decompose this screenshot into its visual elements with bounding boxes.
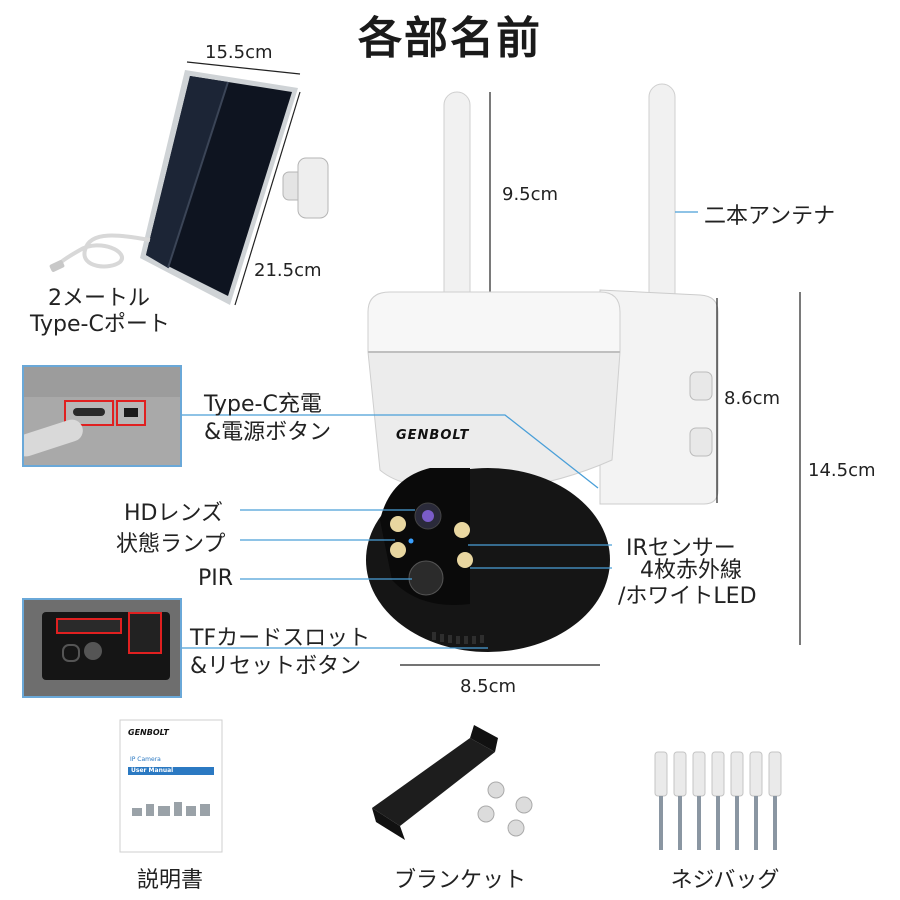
manual-cover-brand: GENBOLT xyxy=(128,728,169,737)
pir-label: PIR xyxy=(198,566,234,591)
solar-height-dim-line xyxy=(234,91,301,306)
solar-width-dim-line xyxy=(186,61,301,75)
tf-slot-inset xyxy=(22,598,182,698)
manual-cover-line2: User Manual xyxy=(131,767,174,774)
cable-label-line2: Type-Cポート xyxy=(30,312,170,337)
antenna-height-label: 9.5cm xyxy=(502,184,559,205)
tf-slot-highlight xyxy=(56,618,122,634)
tf-label-line1: TFカードスロット xyxy=(190,626,371,651)
manual-caption: 説明書 xyxy=(136,868,203,893)
typec-port-inset xyxy=(22,365,182,467)
ir-led-label-line1: 4枚赤外線 xyxy=(640,558,742,583)
camera-body xyxy=(366,291,621,652)
solar-panel xyxy=(49,70,329,305)
screws-illustration xyxy=(654,751,782,850)
ir-sensor-label: IRセンサー xyxy=(626,536,736,561)
tf-label-line2: &リセットボタン xyxy=(190,654,362,679)
bracket-illustration xyxy=(372,725,533,840)
ir-led-label-line2: /ホワイトLED xyxy=(618,584,757,609)
typec-label-line2: &電源ボタン xyxy=(204,420,332,445)
typec-label-line1: Type-C充電 xyxy=(204,392,322,417)
width-label: 8.5cm xyxy=(460,676,517,697)
solar-height-label: 21.5cm xyxy=(254,260,322,281)
reset-button-highlight xyxy=(128,612,162,654)
manual-cover-line1: IP Camera xyxy=(130,756,161,763)
hd-lens-label: HDレンズ xyxy=(124,501,224,526)
cable-label-line1: 2メートル xyxy=(48,286,150,311)
antennas xyxy=(443,83,676,345)
manual-illustration xyxy=(119,719,223,853)
head-height-label: 8.6cm xyxy=(724,388,781,409)
bracket-caption: ブランケット xyxy=(393,868,526,893)
page-title: 各部名前 xyxy=(358,13,542,64)
screws-caption: ネジバッグ xyxy=(670,868,780,893)
brand-logo: GENBOLT xyxy=(396,428,470,443)
power-button-highlight xyxy=(116,400,146,426)
antenna-label: 二本アンテナ xyxy=(704,204,836,229)
status-lamp-label: 状態ランプ xyxy=(116,532,226,557)
total-height-label: 14.5cm xyxy=(808,460,876,481)
solar-width-label: 15.5cm xyxy=(205,42,273,63)
callout-lines xyxy=(180,211,698,649)
